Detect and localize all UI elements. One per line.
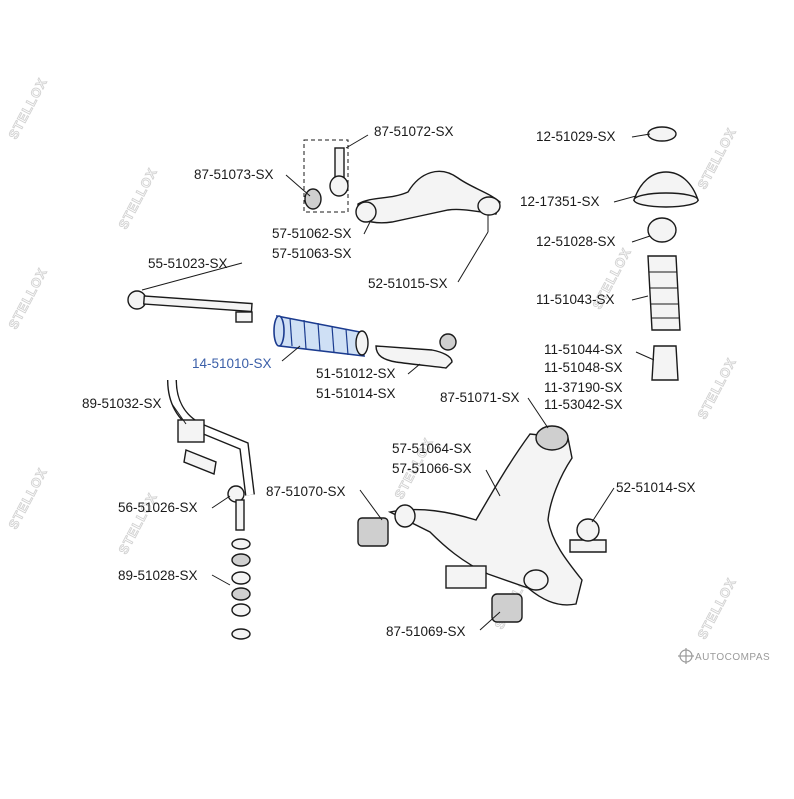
watermark: STELLOX xyxy=(115,165,160,231)
bushing-shape xyxy=(491,593,523,623)
ball-joint-shape xyxy=(477,196,501,216)
ball-stud-shape xyxy=(439,333,457,351)
part-label: 11-51048-SX xyxy=(544,360,623,375)
stabilizer-bushing-shape xyxy=(177,419,205,443)
part-label: 12-51029-SX xyxy=(536,129,616,144)
bushing-shape xyxy=(329,175,349,197)
part-label: 11-53042-SX xyxy=(544,397,623,412)
part-label: 11-37190-SX xyxy=(544,380,623,395)
lower-arm-group xyxy=(357,425,607,623)
watermark: STELLOX xyxy=(694,355,739,421)
brand-logo-icon xyxy=(678,648,694,664)
lower-arm-shape xyxy=(387,433,583,606)
ball-joint-base xyxy=(569,539,607,553)
strut-mount-flange xyxy=(633,192,699,208)
part-label: 89-51028-SX xyxy=(118,568,198,583)
label-group: 87-51072-SX 87-51073-SX 57-51062-SX 57-5… xyxy=(82,124,696,639)
part-label: 51-51014-SX xyxy=(316,386,396,401)
leader-lines xyxy=(141,133,655,631)
washer-shape xyxy=(231,553,251,567)
part-label: 87-51071-SX xyxy=(440,390,520,405)
upper-arm-shape xyxy=(357,170,501,224)
arm-bushing-shape xyxy=(355,201,377,223)
part-label: 12-51028-SX xyxy=(536,234,616,249)
washer-shape xyxy=(231,603,251,617)
part-label: 11-51044-SX xyxy=(544,342,623,357)
bolt-shape xyxy=(334,147,345,181)
bushing-shape xyxy=(304,188,322,210)
part-label: 52-51014-SX xyxy=(616,480,696,495)
part-label: 57-51062-SX xyxy=(272,226,352,241)
upper-arm-group xyxy=(303,139,501,232)
lower-arm-rear-bushing xyxy=(535,425,569,451)
part-label: 57-51064-SX xyxy=(392,441,472,456)
part-label: 12-17351-SX xyxy=(520,194,600,209)
part-label: 89-51032-SX xyxy=(82,396,162,411)
bushing-kit-frame xyxy=(303,139,349,213)
watermark: STELLOX xyxy=(694,125,739,191)
watermark: STELLOX xyxy=(5,75,50,141)
watermark: STELLOX xyxy=(5,465,50,531)
strut-mount-shape xyxy=(633,171,699,201)
strut-group xyxy=(633,126,699,381)
strut-boot-shape xyxy=(647,255,681,331)
ball-joint-head xyxy=(576,518,600,542)
part-label: 51-51012-SX xyxy=(316,366,396,381)
bump-stop-shape xyxy=(651,345,679,381)
washer-shape xyxy=(231,538,251,550)
lower-arm-front-bushing xyxy=(523,569,549,591)
part-label: 11-51043-SX xyxy=(536,292,615,307)
bracket-shape xyxy=(183,449,217,475)
part-label: 87-51072-SX xyxy=(374,124,454,139)
part-label: 55-51023-SX xyxy=(148,256,228,271)
part-label: 57-51063-SX xyxy=(272,246,352,261)
part-label: 52-51015-SX xyxy=(368,276,448,291)
part-label: 87-51073-SX xyxy=(194,167,274,182)
stabilizer-group xyxy=(167,379,255,640)
washer-shape xyxy=(231,587,251,601)
part-label: 87-51069-SX xyxy=(386,624,466,639)
brand-mark: AUTOCOMPAS xyxy=(678,648,770,664)
part-label: 87-51070-SX xyxy=(266,484,346,499)
link-rod-shape xyxy=(235,499,245,531)
part-label: 56-51026-SX xyxy=(118,500,198,515)
washer-shape xyxy=(231,571,251,585)
bump-stop-shape xyxy=(647,217,677,243)
steering-group xyxy=(127,290,457,369)
tie-rod-end-shape xyxy=(235,311,253,323)
part-label: 57-51066-SX xyxy=(392,461,472,476)
part-label-highlighted: 14-51010-SX xyxy=(192,356,272,371)
watermark-group: STELLOX STELLOX STELLOX STELLOX STELLOX … xyxy=(5,75,740,642)
steering-boot-highlight xyxy=(273,315,369,357)
washer-shape xyxy=(231,628,251,640)
outer-tie-rod-shape xyxy=(375,345,453,369)
watermark: STELLOX xyxy=(5,265,50,331)
lower-arm-bracket xyxy=(445,565,487,589)
inner-tie-rod-shape xyxy=(142,295,253,313)
watermark: STELLOX xyxy=(694,575,739,641)
bearing-shape xyxy=(647,126,677,142)
brand-text: AUTOCOMPAS xyxy=(695,652,770,663)
bushing-shape xyxy=(394,504,416,528)
bushing-shape xyxy=(357,517,389,547)
